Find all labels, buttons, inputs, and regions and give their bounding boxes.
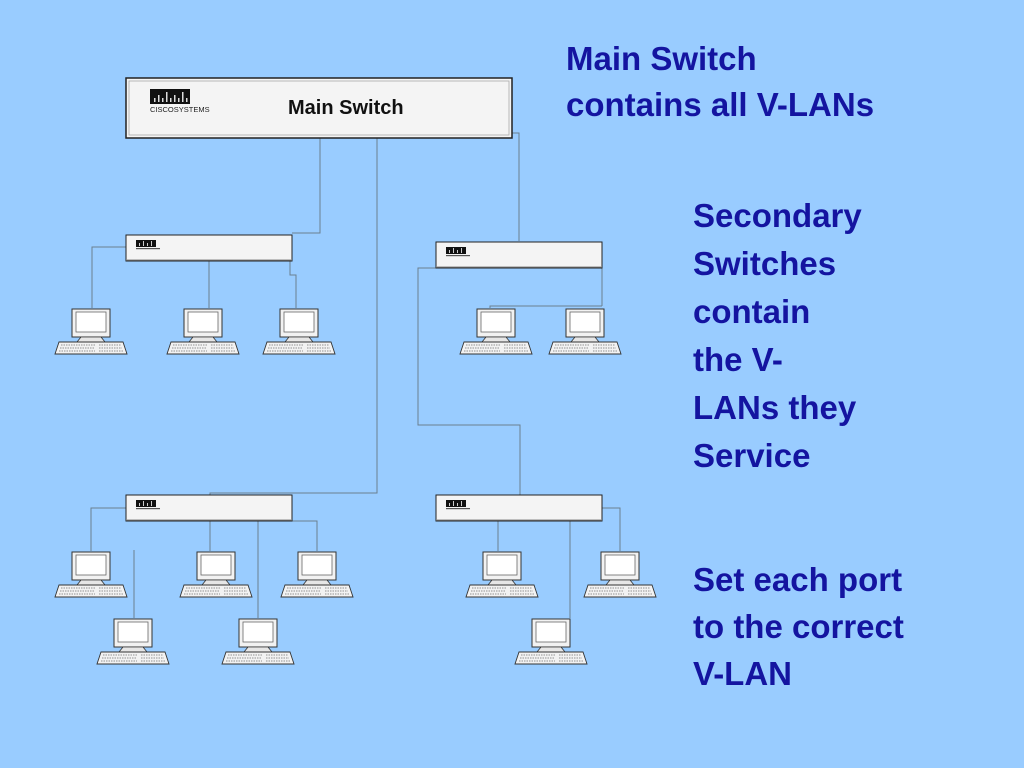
secondary-switch-b	[435, 241, 603, 269]
workstation-icon	[465, 551, 539, 598]
cisco-logo-icon	[150, 89, 190, 104]
secondary-switch-c	[125, 494, 293, 522]
workstation-icon	[54, 551, 128, 598]
main-switch-label: Main Switch	[288, 97, 404, 119]
workstation-icon	[548, 308, 622, 355]
secondary-switch-a	[125, 234, 293, 262]
workstation-icon	[280, 551, 354, 598]
workstation-icon	[221, 618, 295, 665]
workstation-icon	[166, 308, 240, 355]
cables	[90, 132, 621, 618]
main-switch-callout: Main Switch contains all V-LANs	[566, 40, 875, 123]
workstation-icon	[583, 551, 657, 598]
main-switch: CISCOSYSTEMS Main Switch	[125, 77, 513, 139]
port-config-callout: Set each port to the correct V-LAN	[693, 561, 904, 692]
workstation-icon	[262, 308, 336, 355]
secondary-switch-d	[435, 494, 603, 522]
workstation-icon	[54, 308, 128, 355]
workstation-icon	[459, 308, 533, 355]
cisco-logo-text: CISCOSYSTEMS	[150, 105, 210, 114]
workstation-icon	[96, 618, 170, 665]
secondary-switches-callout: Secondary Switches contain the V- LANs t…	[693, 197, 862, 474]
workstation-icon	[179, 551, 253, 598]
workstation-icon	[514, 618, 588, 665]
